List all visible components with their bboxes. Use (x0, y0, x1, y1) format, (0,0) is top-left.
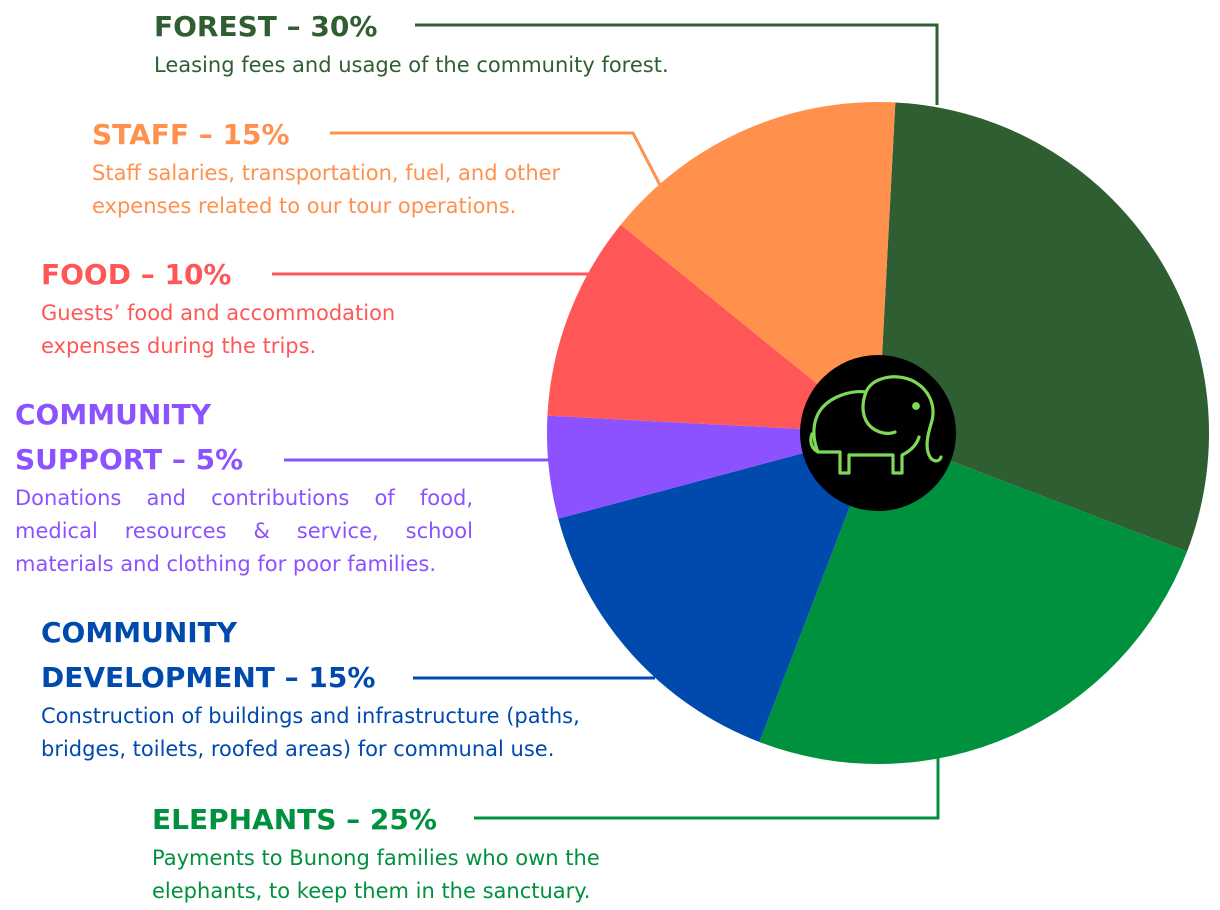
slice-desc-forest: Leasing fees and usage of the community … (154, 53, 669, 77)
slice-title-support-line1: COMMUNITY (15, 398, 212, 431)
slice-desc-development: Construction of buildings and infrastruc… (41, 704, 580, 761)
slice-title-development-line1: COMMUNITY (41, 616, 238, 649)
slice-desc-food: Guests’ food and accommodation expenses … (41, 301, 396, 358)
leader-line-elephants (474, 758, 940, 820)
slice-title-staff: STAFF – 15% (92, 118, 290, 151)
slice-desc-elephants: Payments to Bunong families who own the … (152, 846, 600, 903)
pie-slice-elephants (759, 433, 1188, 765)
legend-elephants: ELEPHANTS – 25% Payments to Bunong famil… (152, 797, 642, 908)
leader-line-staff (330, 131, 662, 186)
slice-desc-support: Donations and contributions of food, med… (15, 486, 473, 576)
pie-slice-support (546, 415, 878, 519)
leader-line-forest (415, 23, 939, 105)
slice-title-support-line2: SUPPORT – 5% (15, 443, 244, 476)
legend-forest: FOREST – 30% Leasing fees and usage of t… (154, 4, 754, 82)
slice-title-development-line2: DEVELOPMENT – 15% (41, 661, 376, 694)
slice-title-forest: FOREST – 30% (154, 10, 378, 43)
pie-slices (546, 101, 1210, 765)
pie-slice-forest (878, 102, 1210, 552)
legend-community-development: COMMUNITY DEVELOPMENT – 15% Construction… (41, 610, 641, 766)
pie-slice-food (547, 224, 878, 433)
leader-lines (272, 23, 940, 820)
slice-desc-staff: Staff salaries, transportation, fuel, an… (92, 161, 561, 218)
elephant-icon (809, 375, 943, 475)
slice-title-food: FOOD – 10% (41, 258, 232, 291)
slice-title-elephants: ELEPHANTS – 25% (152, 803, 437, 836)
pie-slice-development (558, 433, 878, 743)
legend-staff: STAFF – 15% Staff salaries, transportati… (92, 112, 607, 223)
pie-slice-staff (620, 101, 896, 434)
legend-community-support: COMMUNITY SUPPORT – 5% Donations and con… (15, 392, 473, 581)
legend-food: FOOD – 10% Guests’ food and accommodatio… (41, 252, 441, 363)
